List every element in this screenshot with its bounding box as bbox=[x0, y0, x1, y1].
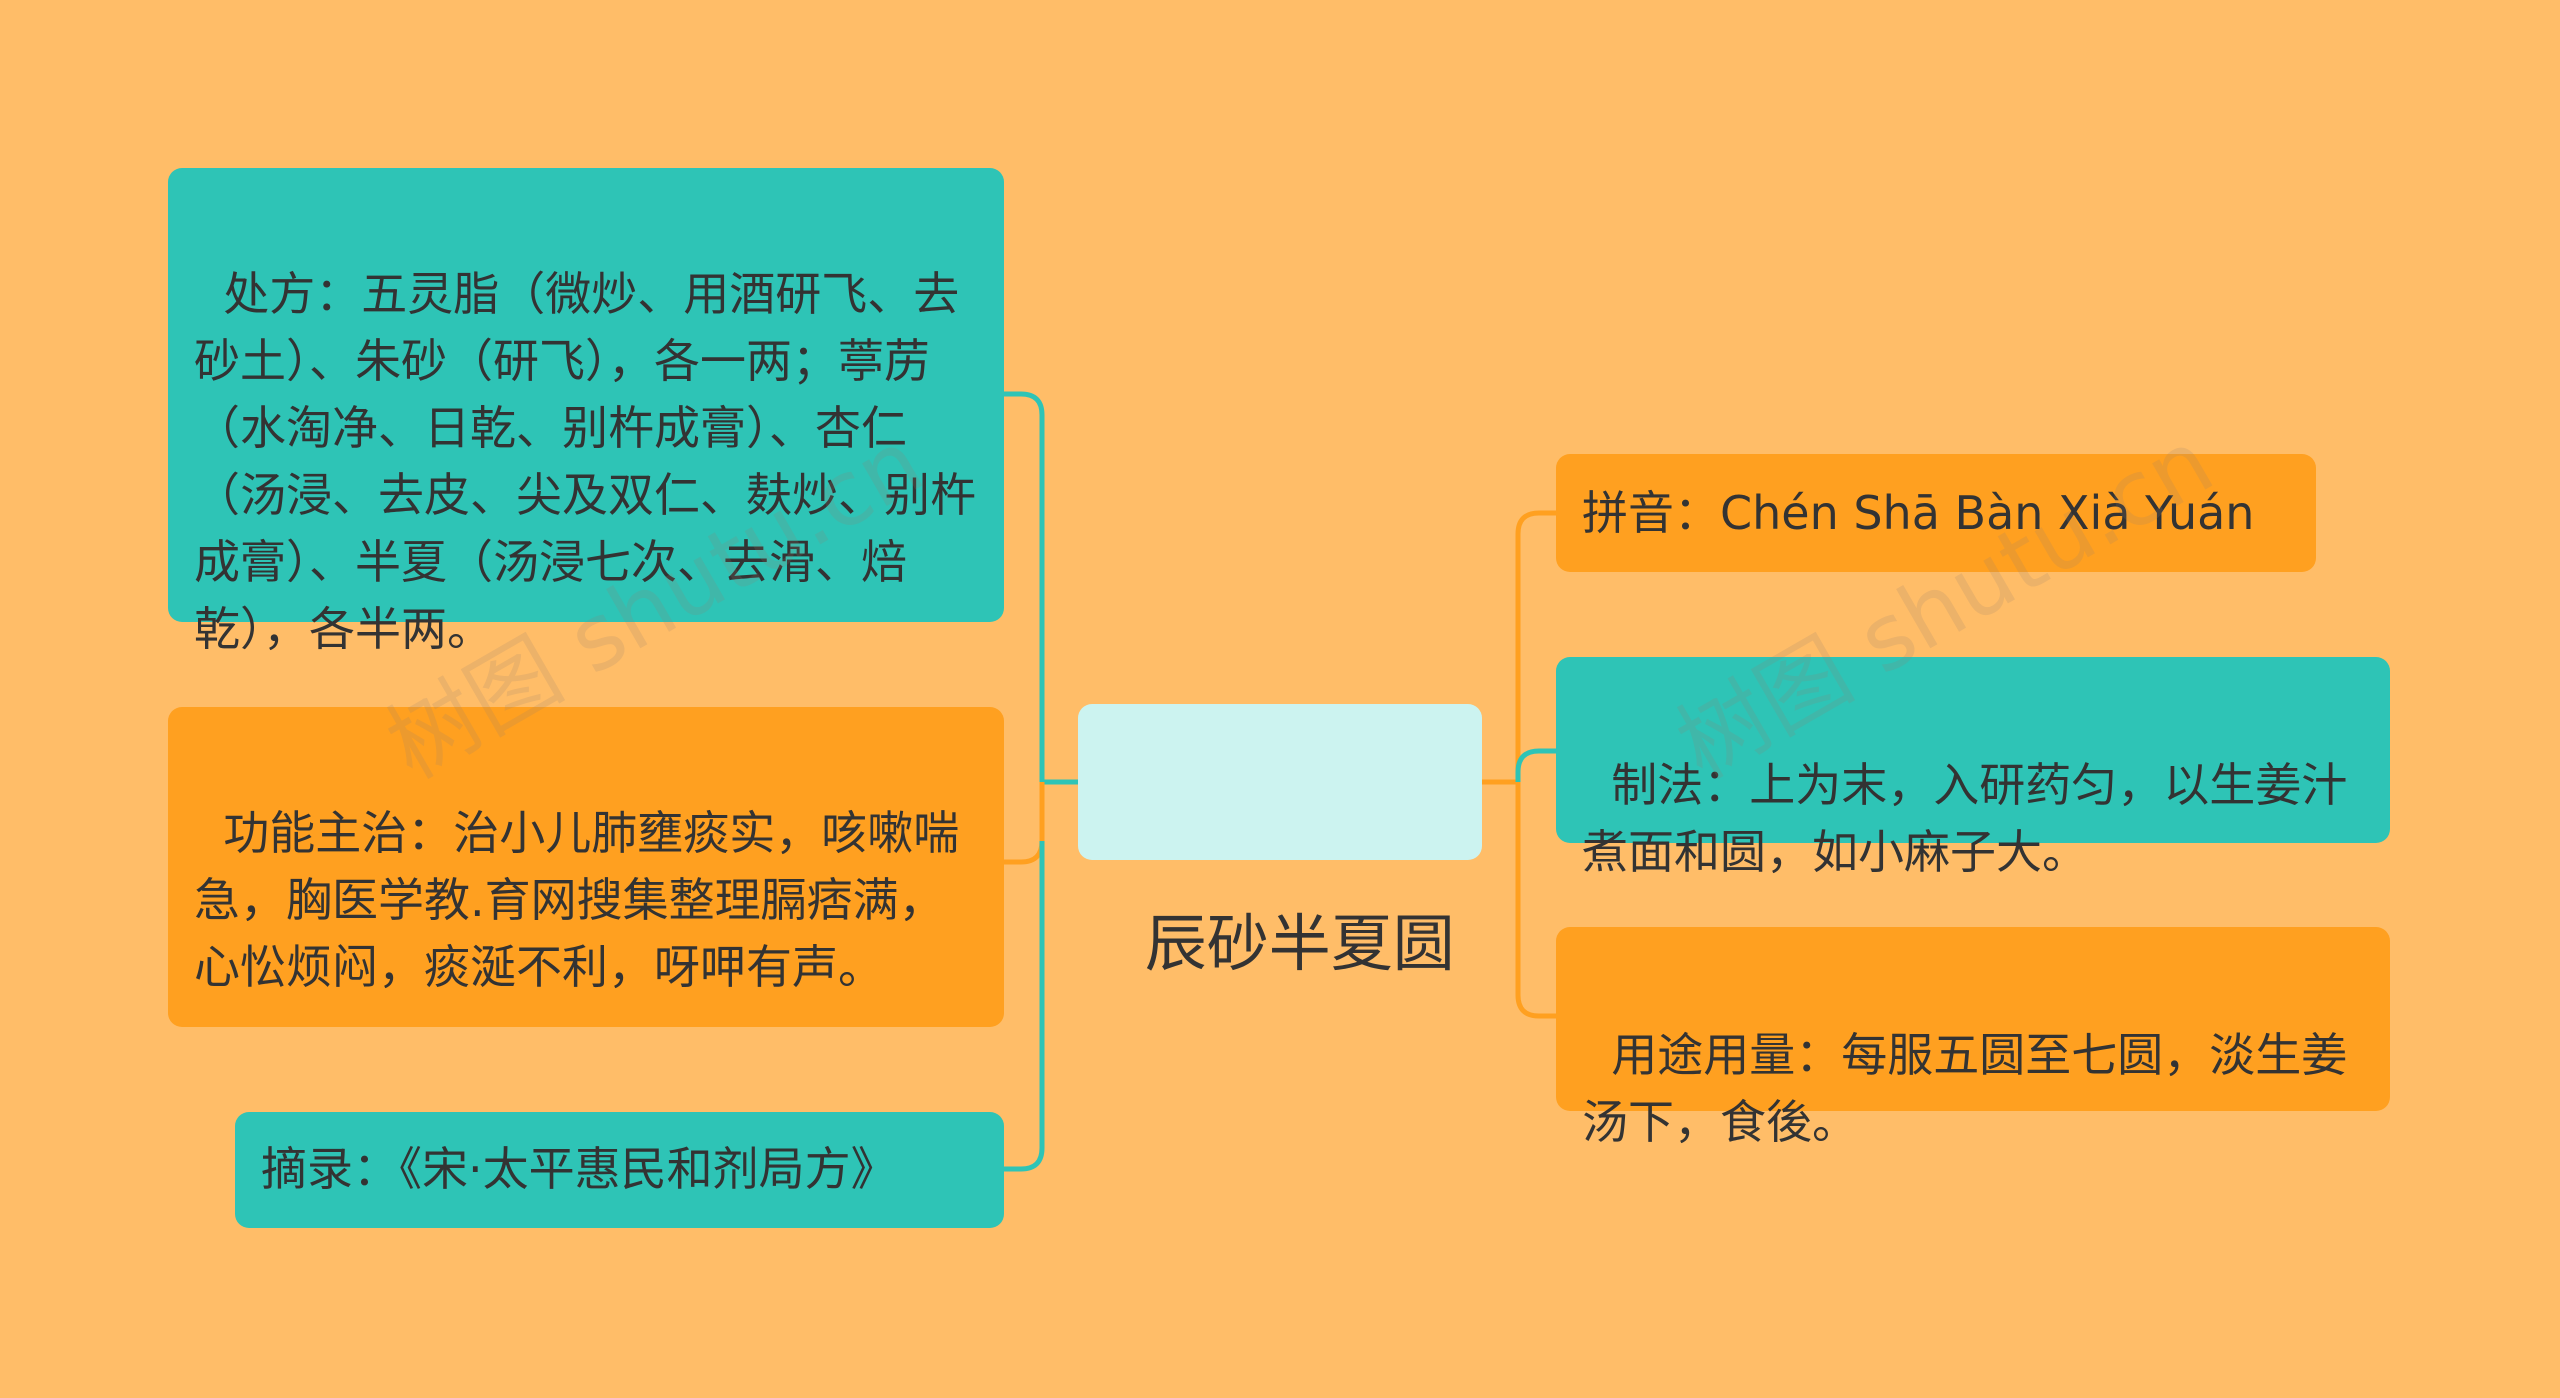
node-pinyin[interactable]: 拼音：Chén Shā Bàn Xià Yuán bbox=[1556, 454, 2316, 572]
node-indications-text: 功能主治：治小儿肺壅痰实，咳嗽喘急，胸医学教.育网搜集整理膈痞满，心忪烦闷，痰涎… bbox=[194, 806, 960, 994]
node-prescription-text: 处方：五灵脂（微炒、用酒研飞、去砂土）、朱砂（研飞），各一两；葶苈（水淘净、日乾… bbox=[194, 267, 976, 656]
node-indications[interactable]: 功能主治：治小儿肺壅痰实，咳嗽喘急，胸医学教.育网搜集整理膈痞满，心忪烦闷，痰涎… bbox=[168, 707, 1004, 1027]
node-pinyin-text: 拼音：Chén Shā Bàn Xià Yuán bbox=[1582, 486, 2255, 540]
node-dosage[interactable]: 用途用量：每服五圆至七圆，淡生姜汤下，食後。 bbox=[1556, 927, 2390, 1149]
node-preparation-text: 制法：上为末，入研药匀，以生姜汁煮面和圆，如小麻子大。 bbox=[1582, 758, 2348, 879]
connector-left-1 bbox=[1002, 391, 1078, 785]
node-prescription[interactable]: 处方：五灵脂（微炒、用酒研飞、去砂土）、朱砂（研飞），各一两；葶苈（水淘净、日乾… bbox=[168, 168, 1004, 656]
root-node[interactable]: 辰砂半夏圆 bbox=[1078, 704, 1482, 980]
root-node-title: 辰砂半夏圆 bbox=[1144, 907, 1455, 980]
node-preparation[interactable]: 制法：上为末，入研药匀，以生姜汁煮面和圆，如小麻子大。 bbox=[1556, 657, 2390, 879]
node-source-text: 摘录：《宋·太平惠民和剂局方》 bbox=[261, 1142, 897, 1196]
connector-right-1 bbox=[1482, 510, 1556, 785]
node-source[interactable]: 摘录：《宋·太平惠民和剂局方》 bbox=[235, 1112, 1004, 1228]
connector-left-3 bbox=[1002, 841, 1045, 1172]
node-dosage-text: 用途用量：每服五圆至七圆，淡生姜汤下，食後。 bbox=[1582, 1028, 2348, 1149]
connector-right-2 bbox=[1515, 748, 1556, 782]
connector-right-3 bbox=[1515, 782, 1556, 1019]
connector-left-2 bbox=[1002, 782, 1045, 865]
